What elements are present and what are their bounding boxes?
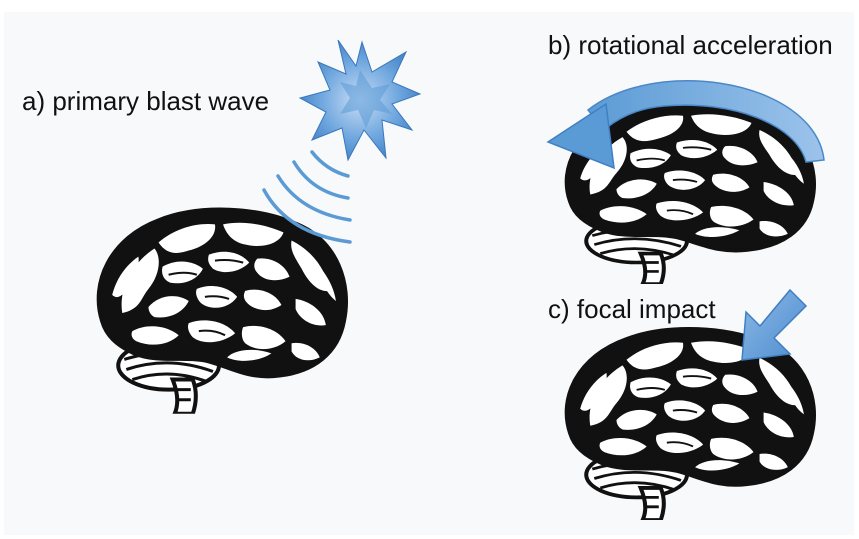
blast-wave-arcs-icon — [264, 152, 350, 242]
explosion-icon — [300, 40, 420, 160]
impact-arrow-icon — [742, 290, 806, 360]
curved-arrow-icon — [548, 81, 824, 168]
